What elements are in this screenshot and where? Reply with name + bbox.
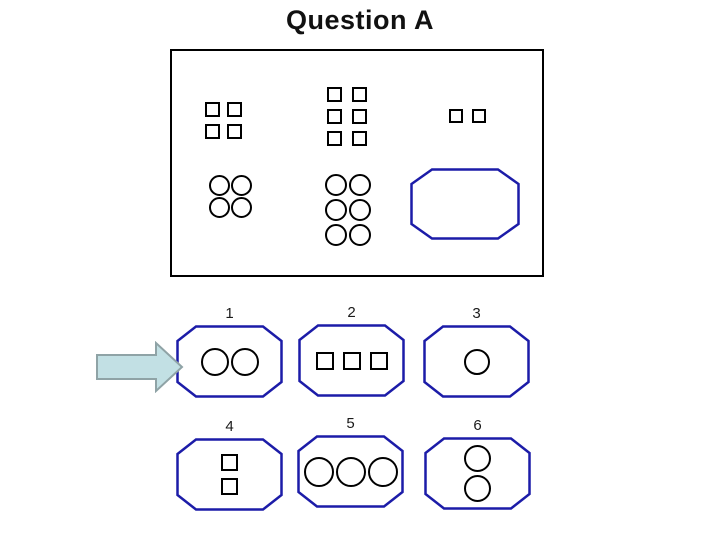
square-shape: [327, 87, 342, 102]
option-6-shapes: [464, 445, 491, 502]
square-shape: [352, 109, 367, 124]
stimulus-box: [170, 49, 544, 277]
square-shape: [472, 109, 486, 123]
circle-shape: [325, 199, 347, 221]
square-shape: [221, 478, 238, 495]
option-number: 1: [225, 305, 234, 322]
square-shape: [327, 131, 342, 146]
square-shape: [369, 351, 388, 370]
option-4-octagon[interactable]: [176, 438, 283, 511]
circle-shape: [303, 456, 334, 487]
square-shape: [342, 351, 361, 370]
circle-shape: [231, 175, 252, 196]
circle-shape: [200, 347, 229, 376]
circle-shape: [349, 174, 371, 196]
group-circles-six: [325, 174, 371, 246]
answer-option-5: 5: [297, 415, 404, 508]
square-shape: [205, 102, 220, 117]
circle-shape: [349, 199, 371, 221]
circle-shape: [463, 348, 490, 375]
option-2-octagon[interactable]: [298, 324, 405, 397]
circle-shape: [464, 475, 491, 502]
square-shape: [315, 351, 334, 370]
circle-shape: [231, 197, 252, 218]
square-shape: [221, 454, 238, 471]
answer-option-2: 2: [298, 304, 405, 397]
group-circles-four: [209, 175, 252, 218]
group-squares-two: [449, 109, 486, 123]
square-shape: [227, 102, 242, 117]
option-number: 4: [225, 418, 234, 435]
option-number: 5: [346, 415, 355, 432]
circle-shape: [349, 224, 371, 246]
octagon-outline-icon: [424, 437, 531, 510]
answer-slot-octagon: [410, 168, 520, 240]
option-2-shapes: [315, 351, 388, 370]
square-shape: [327, 109, 342, 124]
square-shape: [352, 131, 367, 146]
answer-option-1: 1: [176, 305, 283, 398]
square-shape: [205, 124, 220, 139]
circle-shape: [209, 175, 230, 196]
pointer-arrow: [96, 340, 184, 398]
answer-option-3: 3: [423, 305, 530, 398]
octagon-outline-icon: [176, 438, 283, 511]
option-5-shapes: [303, 456, 398, 487]
option-1-shapes: [200, 347, 259, 376]
option-number: 6: [473, 417, 482, 434]
answer-option-4: 4: [176, 418, 283, 511]
octagon-outline-icon: [176, 325, 283, 398]
answer-option-6: 6: [424, 417, 531, 510]
option-number: 3: [472, 305, 481, 322]
option-5-octagon[interactable]: [297, 435, 404, 508]
circle-shape: [230, 347, 259, 376]
group-squares-four: [205, 102, 242, 139]
option-3-shapes: [463, 348, 490, 375]
option-3-octagon[interactable]: [423, 325, 530, 398]
circle-shape: [464, 445, 491, 472]
group-squares-six: [327, 87, 367, 146]
page-title: Question A: [285, 5, 434, 35]
circle-shape: [209, 197, 230, 218]
circle-shape: [367, 456, 398, 487]
option-6-octagon[interactable]: [424, 437, 531, 510]
option-1-octagon[interactable]: [176, 325, 283, 398]
option-number: 2: [347, 304, 356, 321]
circle-shape: [325, 174, 347, 196]
right-arrow-icon: [96, 340, 184, 394]
option-4-shapes: [221, 454, 238, 495]
square-shape: [352, 87, 367, 102]
circle-shape: [325, 224, 347, 246]
circle-shape: [335, 456, 366, 487]
square-shape: [227, 124, 242, 139]
square-shape: [449, 109, 463, 123]
